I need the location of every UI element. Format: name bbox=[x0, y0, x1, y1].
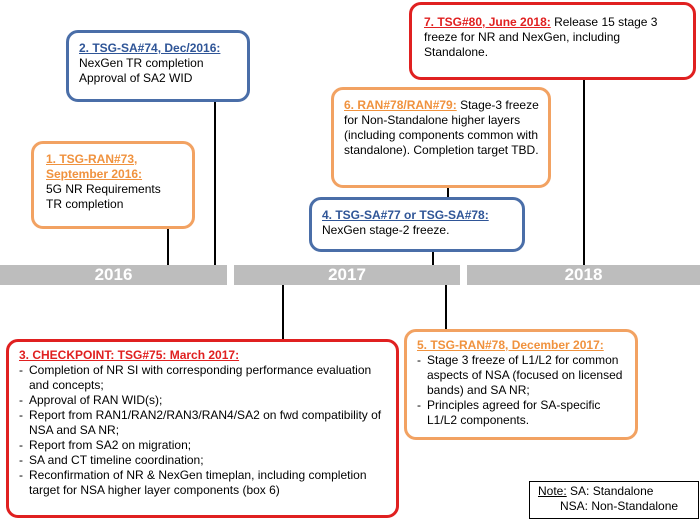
milestone-1-body-line2: TR completion bbox=[46, 197, 124, 211]
connector-line-1 bbox=[167, 225, 169, 265]
milestone-1-body-line1: 5G NR Requirements bbox=[46, 182, 161, 196]
year-label-2016: 2016 bbox=[94, 265, 133, 284]
milestone-2-body-line1: NexGen TR completion bbox=[79, 56, 204, 70]
timeline-band-2016 bbox=[0, 265, 227, 285]
legend-note: Note: SA: Standalone NSA: Non-Standalone bbox=[529, 481, 699, 519]
milestone-6-title: 6. RAN#78/RAN#79: bbox=[344, 98, 457, 112]
note-label: Note: bbox=[538, 484, 567, 498]
note-line1: SA: Standalone bbox=[570, 484, 654, 498]
milestone-3-item: Reconfirmation of NR & NexGen timeplan, … bbox=[19, 468, 390, 498]
milestone-1-title-line2: September 2016: bbox=[46, 167, 143, 181]
milestone-box-3: 3. CHECKPOINT: TSG#75: March 2017: Compl… bbox=[6, 339, 399, 518]
milestone-7-title: 7. TSG#80, June 2018: bbox=[424, 15, 551, 29]
note-line2: NSA: Non-Standalone bbox=[560, 499, 679, 513]
connector-line-2 bbox=[214, 102, 216, 265]
milestone-box-6: 6. RAN#78/RAN#79: Stage-3 freeze for Non… bbox=[331, 87, 551, 188]
connector-line-5 bbox=[445, 285, 447, 330]
milestone-6-body: Stage-3 freeze for Non-Standalone higher… bbox=[344, 98, 539, 157]
milestone-2-title: 2. TSG-SA#74, Dec/2016: bbox=[79, 41, 221, 55]
milestone-3-item: Report from SA2 on migration; bbox=[19, 438, 390, 453]
milestone-5-item: Stage 3 freeze of L1/L2 for common aspec… bbox=[417, 353, 629, 398]
milestone-box-7: 7. TSG#80, June 2018: Release 15 stage 3… bbox=[409, 2, 696, 80]
milestone-7-body: Release 15 stage 3 freeze for NR and Nex… bbox=[424, 15, 658, 59]
year-label-2018: 2018 bbox=[564, 265, 603, 284]
milestone-2-body-line2: Approval of SA2 WID bbox=[79, 71, 193, 85]
milestone-box-1: 1. TSG-RAN#73, September 2016: 5G NR Req… bbox=[31, 141, 195, 229]
milestone-4-title: 4. TSG-SA#77 or TSG-SA#78: bbox=[322, 208, 489, 222]
connector-line-4 bbox=[432, 251, 434, 265]
year-label-2017: 2017 bbox=[328, 265, 366, 284]
milestone-3-item: SA and CT timeline coordination; bbox=[19, 453, 390, 468]
milestone-5-title: 5. TSG-RAN#78, December 2017: bbox=[417, 338, 604, 352]
connector-line-6 bbox=[447, 187, 449, 199]
milestone-4-body: NexGen stage-2 freeze. bbox=[322, 223, 450, 237]
milestone-5-item: Principles agreed for SA-specific L1/L2 … bbox=[417, 398, 629, 428]
connector-line-7 bbox=[583, 79, 585, 265]
milestone-3-item: Approval of RAN WID(s); bbox=[19, 393, 390, 408]
milestone-box-4: 4. TSG-SA#77 or TSG-SA#78: NexGen stage-… bbox=[309, 197, 525, 252]
milestone-3-item: Report from RAN1/RAN2/RAN3/RAN4/SA2 on f… bbox=[19, 408, 390, 438]
milestone-3-title: 3. CHECKPOINT: TSG#75: March 2017: bbox=[19, 348, 240, 362]
milestone-3-item: Completion of NR SI with corresponding p… bbox=[19, 363, 390, 393]
connector-line-3 bbox=[282, 285, 284, 340]
timeline-band-2017 bbox=[234, 265, 460, 285]
milestone-box-2: 2. TSG-SA#74, Dec/2016: NexGen TR comple… bbox=[66, 30, 250, 102]
milestone-box-5: 5. TSG-RAN#78, December 2017: Stage 3 fr… bbox=[404, 329, 638, 440]
timeline-band-2018 bbox=[467, 265, 700, 285]
milestone-1-title-line1: 1. TSG-RAN#73, bbox=[46, 152, 138, 166]
